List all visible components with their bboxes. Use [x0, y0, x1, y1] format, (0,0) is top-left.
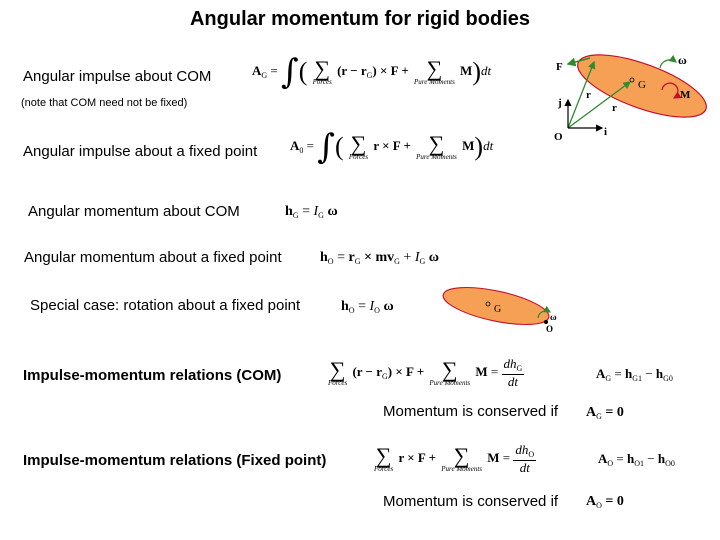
- equation-conserved-fixed: AO = 0: [586, 494, 624, 510]
- label-momentum-fixed: Angular momentum about a fixed point: [24, 249, 282, 266]
- com-point: [629, 77, 635, 83]
- pivot-point: [544, 320, 548, 324]
- label-impulse-fixed: Angular impulse about a fixed point: [23, 143, 258, 160]
- equation-special-case: hO = IO ω: [341, 299, 394, 315]
- omega-arrow: [659, 54, 678, 69]
- moment-label: M: [680, 89, 691, 101]
- r-label: r: [586, 89, 591, 101]
- equation-relations-com: ∑Forces (r − rG) × F + ∑Pure Moments M =…: [328, 356, 525, 389]
- moment-arrow: [661, 82, 682, 99]
- omega-label: ω: [678, 53, 687, 67]
- label-relations-fixed: Impulse-momentum relations (Fixed point): [23, 452, 327, 469]
- com-label-2: G: [494, 304, 501, 315]
- note-com-not-fixed: (note that COM need not be fixed): [21, 97, 188, 109]
- page-title: Angular momentum for rigid bodies: [189, 8, 530, 30]
- com-label: G: [638, 79, 646, 91]
- com-point-2: [485, 301, 491, 307]
- label-conserved-fixed: Momentum is conserved if: [383, 493, 559, 510]
- equation-momentum-fixed: hO = rG × mvG + IG ω: [320, 250, 439, 266]
- equation-momentum-com: hG = IG ω: [285, 204, 338, 220]
- j-label: j: [557, 97, 562, 109]
- rotating-body-ellipse: [442, 286, 550, 326]
- origin-label: O: [554, 131, 563, 143]
- force-arrow: [566, 57, 591, 67]
- label-impulse-com: Angular impulse about COM: [23, 68, 212, 85]
- force-label: F: [556, 61, 563, 73]
- i-label: i: [604, 126, 607, 138]
- label-momentum-com: Angular momentum about COM: [28, 203, 240, 220]
- equation-delta-fixed: AO = hO1 − hO0: [598, 451, 675, 468]
- equation-delta-com: AG = hG1 − hG0: [596, 366, 673, 383]
- equation-conserved-com: AG = 0: [586, 405, 624, 421]
- rigid-body-ellipse: [577, 54, 707, 118]
- label-relations-com: Impulse-momentum relations (COM): [23, 367, 282, 384]
- rG-label: r: [612, 102, 617, 114]
- position-vector-rG: [567, 81, 632, 129]
- pivot-label: O: [546, 324, 553, 334]
- label-special-case: Special case: rotation about a fixed poi…: [30, 297, 301, 314]
- equation-impulse-fixed: A0 = ∫( ∑Forces r × F + ∑Pure Moments M)…: [290, 127, 494, 167]
- equation-impulse-com: AG = ∫( ∑Forces (r − rG) × F + ∑Pure Mom…: [252, 52, 492, 92]
- rigid-body-diagram: F ω r r G M j i O: [554, 53, 707, 143]
- fixed-point-rotation-diagram: G ω O: [442, 286, 557, 334]
- omega-arrow-2: [537, 305, 552, 319]
- position-vector-r: [567, 60, 596, 129]
- omega-label-2: ω: [550, 312, 557, 322]
- label-conserved-com: Momentum is conserved if: [383, 403, 559, 420]
